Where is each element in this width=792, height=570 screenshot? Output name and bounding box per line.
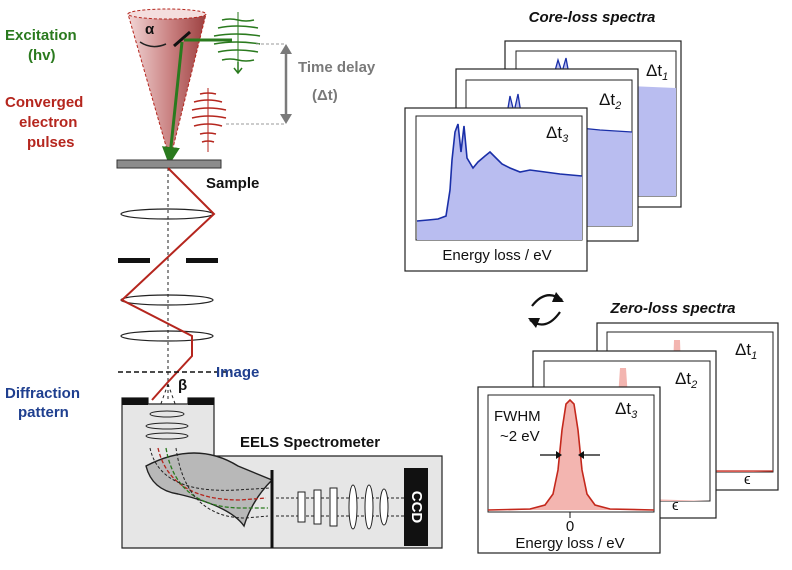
- spectrometer-lens-b: [145, 422, 189, 430]
- time-delay-label-1: Time delay: [298, 59, 376, 76]
- core-loss-delay-dt2: Δt2: [599, 90, 621, 112]
- electron-wave-packet: [191, 92, 227, 143]
- lens-1: [120, 208, 214, 220]
- core-loss-fill-dt3: [417, 124, 582, 240]
- fwhm-label-1: FWHM: [494, 408, 541, 425]
- diffraction-label-1: Diffraction: [5, 385, 80, 402]
- excitation-beam-down: [161, 41, 184, 165]
- projector-lens-2: [364, 484, 374, 530]
- multipole-2: [313, 489, 322, 525]
- zero-loss-delay-dt3: Δt3: [615, 399, 638, 421]
- core-loss-panel-dt3: Δt3 Energy loss / eV: [404, 107, 588, 272]
- zero-loss-xlabel: Energy loss / eV: [515, 535, 624, 552]
- zero-loss-delay-dt2: Δt2: [675, 369, 697, 391]
- ccd-detector: [404, 468, 428, 546]
- spectrometer-lens-a: [149, 410, 185, 418]
- multipole-1: [297, 491, 306, 523]
- cycle-arrowhead-top: [552, 292, 564, 302]
- core-loss-delay-dt3: Δt3: [546, 123, 569, 145]
- converged-label-2: electron: [19, 114, 77, 131]
- alpha-arc: [139, 41, 167, 48]
- core-loss-curve-dt3: [416, 123, 583, 222]
- zero-loss-clipped-dt2: ϵ: [672, 497, 679, 514]
- zero-loss-clipped-dt1: ϵ: [744, 471, 751, 488]
- diffraction-aperture-right: [188, 398, 214, 405]
- mirror: [173, 30, 191, 48]
- diffraction-label-2: pattern: [18, 404, 69, 421]
- core-loss-title: Core-loss spectra: [529, 9, 656, 26]
- cone-top-ellipse: [127, 8, 207, 20]
- zero-loss-title: Zero-loss spectra: [609, 300, 735, 317]
- electron-cone: [127, 13, 207, 162]
- converged-label-1: Converged: [5, 94, 83, 111]
- alpha-label: α: [145, 21, 155, 38]
- zero-loss-curve-dt3: [487, 398, 655, 511]
- multipole-3: [329, 487, 338, 527]
- diffraction-aperture-left: [122, 398, 148, 405]
- time-delay-arrowhead-bottom: [280, 114, 292, 124]
- electron-ray-path: [120, 167, 216, 401]
- core-loss-delay-dt1: Δt1: [646, 61, 668, 83]
- time-delay-arrowhead-top: [280, 44, 292, 54]
- excitation-label: Excitation: [5, 27, 77, 44]
- cycle-arrowhead-bottom: [528, 318, 540, 328]
- ccd-label: CCD: [408, 491, 425, 524]
- beam-black-1: [149, 447, 271, 491]
- lens-3: [120, 330, 214, 342]
- excitation-wave-arrow: [233, 62, 243, 75]
- projector-lens-3: [379, 488, 389, 526]
- zero-loss-panel-dt3: FWHM ~2 eV Δt3 0 Energy loss / eV: [477, 386, 661, 554]
- beam-red: [157, 447, 267, 501]
- fwhm-label-2: ~2 eV: [500, 428, 540, 445]
- beam-black-2: [175, 447, 269, 519]
- excitation-symbol-label: (hv): [28, 47, 56, 64]
- eels-label: EELS Spectrometer: [240, 434, 380, 451]
- beta-label: β: [178, 377, 187, 394]
- zero-loss-delay-dt1: Δt1: [735, 340, 757, 362]
- aperture-left: [118, 258, 150, 263]
- aperture-right: [186, 258, 218, 263]
- zero-loss-fill-dt3: [488, 400, 654, 510]
- converged-label-3: pulses: [27, 134, 75, 151]
- image-label: Image: [216, 364, 259, 381]
- lens-2: [120, 294, 214, 306]
- sample-label: Sample: [206, 175, 259, 192]
- core-loss-xlabel: Energy loss / eV: [442, 247, 551, 264]
- zero-tick-label: 0: [566, 518, 574, 535]
- sample-plate: [116, 159, 222, 169]
- projector-lens-1: [348, 484, 358, 530]
- time-delay-label-2: (Δt): [312, 87, 338, 104]
- spectrometer-lens-c: [145, 432, 189, 440]
